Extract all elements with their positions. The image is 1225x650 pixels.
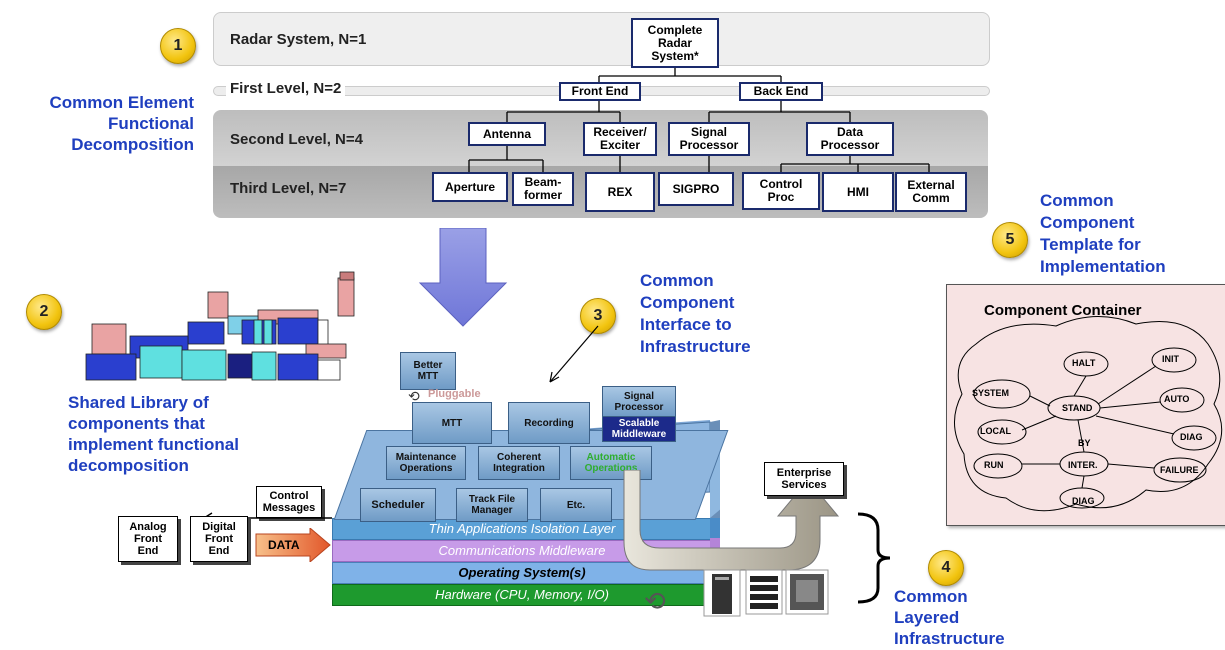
node-antenna: Antenna [468,122,546,146]
node-control-proc: Control Proc [742,172,820,210]
callout-number-1: 1 [160,28,196,64]
node-complete-radar-system: Complete Radar System* [631,18,719,68]
state-diag-bottom: DIAG [1072,496,1095,506]
state-system: SYSTEM [972,388,1010,398]
level-label-third-level: Third Level, N=7 [230,180,347,197]
enterprise-curved-arrow [623,470,840,571]
node-beamformer: Beam- former [512,172,574,206]
callout-5-line: Common [1040,191,1114,210]
level-band-radar-system [213,12,990,66]
node-rex: REX [585,172,655,212]
callout-3-text: Common Component Interface to Infrastruc… [640,270,751,358]
node-aperture: Aperture [432,172,508,202]
callout-1-line: Decomposition [71,135,194,154]
level-label-second-level: Second Level, N=4 [230,131,363,148]
callout-4-line: Layered [894,608,960,627]
state-local: LOCAL [980,426,1011,436]
callout-1-line: Common Element [49,93,194,112]
layer-comm-label: Communications Middleware [438,543,606,558]
component-container-title: Component Container [984,302,1142,319]
sync-arrows-icon: ⟲ [644,586,666,616]
callout-5-text: Common Component Template for Implementa… [1040,190,1166,278]
component-library-blocks [85,271,355,381]
tree-connectors [468,68,930,172]
callout-number-2: 2 [26,294,62,330]
callout-5-line: Implementation [1040,257,1166,276]
layer-hardware: Hardware (CPU, Memory, I/O) [332,584,712,606]
callout-3-line: Infrastructure [640,337,751,356]
callout-2-line: decomposition [68,456,189,475]
state-by: BY [1078,438,1091,448]
data-arrow-label: DATA [268,538,300,552]
state-auto: AUTO [1164,394,1190,404]
state-diag-right: DIAG [1180,432,1203,442]
callout-2-line: components that [68,414,205,433]
callout-number-5: 5 [992,222,1028,258]
tile-automatic-operations: Automatic Operations [570,446,652,480]
node-data-processor: Data Processor [806,122,894,156]
tile-etc: Etc. [540,488,612,522]
callout-2-line: Shared Library of [68,393,209,412]
callout-2-text: Shared Library of components that implem… [68,392,239,476]
tile-better-mtt: Better MTT [400,352,456,390]
state-failure: FAILURE [1160,465,1199,475]
layer-thin-apps-label: Thin Applications Isolation Layer [428,521,616,536]
state-machine-diagram [953,316,1223,512]
data-arrow [255,528,331,562]
callout-number-4: 4 [928,550,964,586]
callout-5-line: Component [1040,213,1135,232]
tile-mtt: MTT [412,402,492,444]
enterprise-services-box: Enterprise Services [764,462,844,496]
node-receiver-exciter: Receiver/ Exciter [583,122,657,156]
callout-4-text: Common Layered Infrastructure [894,586,1005,649]
callout-5-line: Template for [1040,235,1141,254]
layer-thin-apps: Thin Applications Isolation Layer [332,518,712,540]
server-hardware-icons [703,569,829,617]
node-hmi: HMI [822,172,894,212]
callout-number-3: 3 [580,298,616,334]
callout-4-line: Common [894,587,968,606]
node-external-comm: External Comm [895,172,967,212]
node-sigpro: SIGPRO [658,172,734,206]
tile-maintenance-operations: Maintenance Operations [386,446,466,480]
tile-coherent-integration: Coherent Integration [478,446,560,480]
tile-scalable-middleware: Scalable Middleware [602,416,676,442]
level-label-radar-system: Radar System, N=1 [230,31,367,48]
callout-3-pointer [549,325,599,383]
layer-communications-middleware: Communications Middleware [332,540,712,562]
tile-recording: Recording [508,402,590,444]
tile-signal-processor: Signal Processor [602,386,676,418]
callout-1-line: Functional [108,114,194,133]
pluggable-icon: ⟲ [408,388,420,404]
level-label-first-level: First Level, N=2 [226,80,346,97]
control-messages-box: Control Messages [256,486,322,518]
callout-3-line: Component [640,293,735,312]
pluggable-label: Pluggable [428,388,481,400]
state-init: INIT [1162,354,1179,364]
node-signal-processor: Signal Processor [668,122,750,156]
down-arrow [418,228,508,327]
callout-4-line: Infrastructure [894,629,1005,648]
analog-front-end-box: Analog Front End [118,516,178,562]
callout-4-brace [857,512,891,604]
callout-1-text: Common Element Functional Decomposition [2,92,194,155]
node-front-end: Front End [559,82,641,101]
state-stand: STAND [1062,403,1093,413]
state-halt: HALT [1072,358,1096,368]
digital-front-end-box: Digital Front End [190,516,248,562]
state-inter: INTER. [1068,460,1098,470]
layer-operating-systems: Operating System(s) [332,562,712,584]
callout-2-line: implement functional [68,435,239,454]
tile-track-file-manager: Track File Manager [456,488,528,522]
node-back-end: Back End [739,82,823,101]
tile-scheduler: Scheduler [360,488,436,522]
layer-os-label: Operating System(s) [458,565,586,580]
callout-3-line: Interface to [640,315,732,334]
layer-hw-label: Hardware (CPU, Memory, I/O) [435,587,609,602]
callout-3-line: Common [640,271,714,290]
state-run: RUN [984,460,1004,470]
